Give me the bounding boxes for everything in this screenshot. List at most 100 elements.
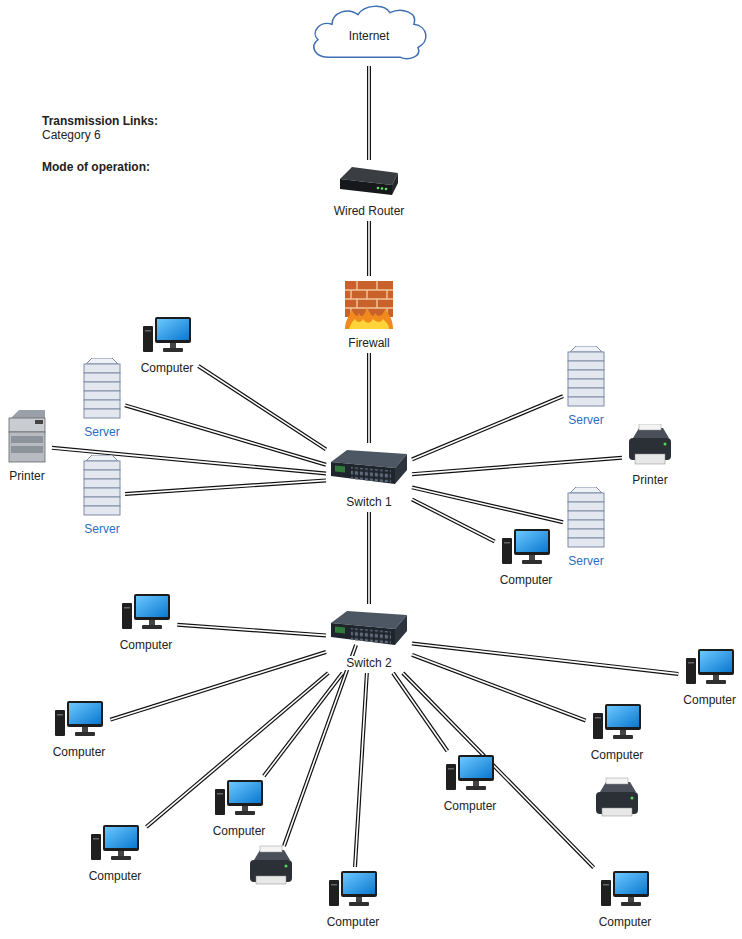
cable-link bbox=[412, 499, 495, 541]
cable-stroke bbox=[355, 673, 367, 867]
cable-stroke bbox=[146, 673, 328, 827]
cable-stroke bbox=[368, 221, 370, 276]
computer-node: Computer bbox=[498, 528, 555, 587]
computer-icon bbox=[121, 593, 171, 633]
cable-link bbox=[125, 480, 326, 494]
switch-icon bbox=[329, 446, 409, 490]
cable-stroke bbox=[125, 480, 326, 494]
device-label: Switch 2 bbox=[344, 656, 393, 670]
computer-icon bbox=[90, 824, 140, 864]
cable-stroke bbox=[412, 458, 622, 474]
cable-link bbox=[264, 673, 343, 776]
computer-icon bbox=[685, 648, 735, 688]
device-label: Printer bbox=[630, 473, 669, 487]
device-label: Computer bbox=[51, 745, 108, 759]
router-node: Wired Router bbox=[332, 163, 407, 218]
cable-link bbox=[146, 673, 328, 827]
cable-link bbox=[177, 625, 326, 636]
cable-stroke bbox=[198, 366, 326, 449]
printer-icon bbox=[625, 424, 675, 468]
switch-node: Switch 2 bbox=[329, 607, 409, 670]
cable-stroke bbox=[368, 353, 370, 443]
cable-stroke bbox=[412, 499, 495, 541]
cable-stroke bbox=[177, 625, 326, 636]
computer-node: Computer bbox=[442, 754, 499, 813]
cable-stroke bbox=[368, 66, 370, 160]
cable-stroke bbox=[110, 652, 326, 720]
computer-node: Computer bbox=[118, 593, 175, 652]
device-label: Wired Router bbox=[332, 204, 407, 218]
cable-stroke bbox=[412, 487, 563, 522]
device-label: Internet bbox=[347, 29, 392, 43]
cable-stroke bbox=[355, 673, 367, 867]
printer-icon bbox=[250, 846, 292, 884]
firewall-node: Firewall bbox=[343, 279, 395, 350]
server-node: Server bbox=[566, 487, 606, 568]
cable-stroke bbox=[412, 396, 563, 459]
device-label: Computer bbox=[325, 915, 382, 929]
legend-note: Category 6 bbox=[42, 128, 101, 142]
cable-stroke bbox=[368, 512, 370, 604]
cable-link bbox=[369, 221, 370, 276]
device-label: Server bbox=[82, 522, 121, 536]
cable-link bbox=[110, 652, 326, 720]
cable-link bbox=[403, 673, 594, 868]
printer-icon bbox=[596, 778, 638, 816]
cable-link bbox=[355, 673, 367, 867]
switch-node: Switch 1 bbox=[329, 446, 409, 509]
device-label: Computer bbox=[87, 869, 144, 883]
device-label: Computer bbox=[118, 638, 175, 652]
device-label: Switch 1 bbox=[344, 495, 393, 509]
cable-stroke bbox=[264, 673, 343, 776]
computer-node: Computer bbox=[681, 648, 738, 707]
computer-icon bbox=[142, 316, 192, 356]
cable-stroke bbox=[110, 652, 326, 720]
cable-stroke bbox=[264, 673, 343, 776]
computer-icon bbox=[328, 870, 378, 910]
cable-stroke bbox=[412, 487, 563, 522]
computer-node: Computer bbox=[51, 700, 108, 759]
computer-icon bbox=[445, 754, 495, 794]
server-icon bbox=[82, 455, 122, 517]
device-label: Computer bbox=[139, 361, 196, 375]
cable-stroke bbox=[367, 512, 371, 604]
cable-link bbox=[412, 458, 622, 474]
printer-node: Printer bbox=[625, 424, 675, 487]
cable-stroke bbox=[125, 480, 326, 494]
cable-stroke bbox=[403, 673, 594, 868]
computer-icon bbox=[214, 779, 264, 819]
device-label: Server bbox=[82, 425, 121, 439]
copier-icon bbox=[5, 408, 49, 464]
server-icon bbox=[82, 358, 122, 420]
computer-node: Computer bbox=[139, 316, 196, 375]
device-label: Firewall bbox=[346, 336, 391, 350]
computer-icon bbox=[592, 703, 642, 743]
computer-icon bbox=[501, 528, 551, 568]
server-node: Server bbox=[82, 358, 122, 439]
cable-stroke bbox=[412, 499, 495, 541]
computer-node: Computer bbox=[211, 779, 268, 838]
cloud-node: Internet bbox=[308, 3, 430, 63]
server-icon bbox=[566, 346, 606, 408]
router-icon bbox=[336, 163, 402, 199]
cable-link bbox=[369, 512, 370, 604]
cable-link bbox=[369, 66, 370, 160]
printer-node: Printer bbox=[5, 408, 49, 483]
cable-link bbox=[198, 366, 326, 449]
computer-icon bbox=[54, 700, 104, 740]
computer-node: Computer bbox=[87, 824, 144, 883]
legend-note: Transmission Links: bbox=[42, 114, 158, 128]
cable-stroke bbox=[412, 458, 622, 474]
switch-icon bbox=[329, 607, 409, 651]
legend-note: Mode of operation: bbox=[42, 160, 150, 174]
device-label: Computer bbox=[442, 799, 499, 813]
cable-stroke bbox=[412, 396, 563, 459]
computer-node: Computer bbox=[589, 703, 646, 762]
cable-link bbox=[369, 353, 370, 443]
device-label: Server bbox=[566, 413, 605, 427]
cable-stroke bbox=[367, 221, 371, 276]
cable-stroke bbox=[198, 366, 326, 449]
device-label: Computer bbox=[211, 824, 268, 838]
firewall-icon bbox=[343, 279, 395, 331]
